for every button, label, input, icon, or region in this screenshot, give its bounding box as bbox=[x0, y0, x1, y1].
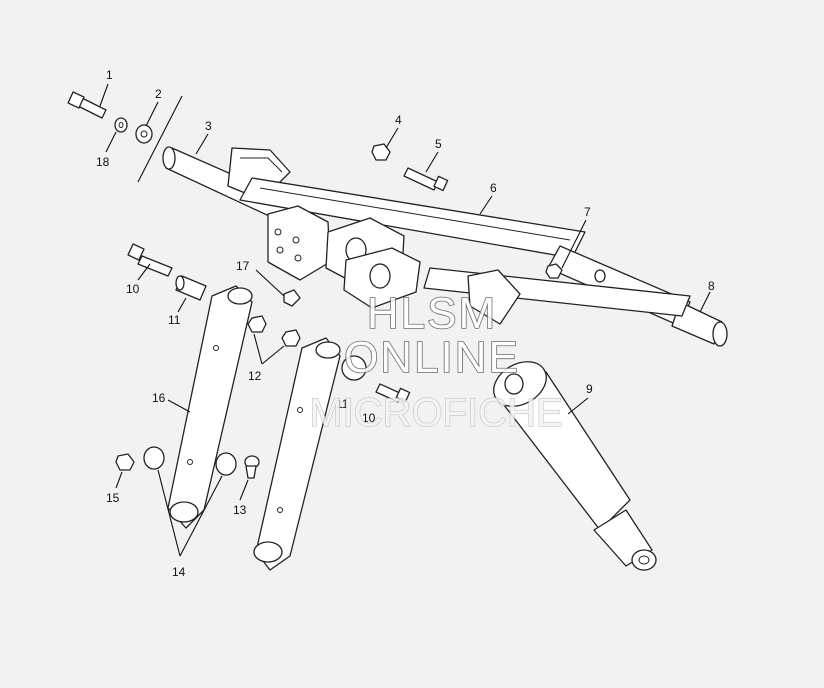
part-5-bolt bbox=[403, 167, 449, 192]
part-14-washers bbox=[143, 446, 237, 476]
part-10-bolt-right bbox=[375, 383, 411, 403]
callout-4: 4 bbox=[395, 113, 402, 127]
callout-14: 14 bbox=[172, 565, 186, 579]
part-7-nut bbox=[545, 263, 563, 279]
mounting-bracket-left bbox=[267, 205, 331, 281]
mounting-bracket-right bbox=[467, 269, 521, 325]
callout-13: 13 bbox=[233, 503, 247, 517]
callout-labels: 1 2 3 4 5 6 7 8 9 10 11 17 12 11 10 16 1… bbox=[96, 68, 715, 579]
part-13-bolt bbox=[244, 455, 260, 479]
part-12-nuts bbox=[247, 315, 301, 347]
part-10-bolt-left bbox=[127, 243, 173, 277]
callout-10-right: 10 bbox=[362, 411, 376, 425]
callout-1: 1 bbox=[106, 68, 113, 82]
callout-7: 7 bbox=[584, 205, 591, 219]
callout-5: 5 bbox=[435, 137, 442, 151]
callout-12: 12 bbox=[248, 369, 262, 383]
callout-10-left: 10 bbox=[126, 282, 140, 296]
mounting-bracket-center bbox=[325, 217, 421, 309]
part-9-shock-absorber bbox=[493, 361, 657, 571]
watermark-line-2: ONLINE bbox=[344, 333, 520, 382]
right-arm bbox=[253, 337, 341, 571]
part-16-left-arm bbox=[167, 285, 253, 529]
callout-9: 9 bbox=[586, 382, 593, 396]
part-4-nut bbox=[371, 143, 391, 161]
callout-16: 16 bbox=[152, 391, 166, 405]
watermark-line-3: MICROFICHE bbox=[309, 391, 562, 435]
part-2-washer bbox=[135, 124, 153, 144]
callout-6: 6 bbox=[490, 181, 497, 195]
watermark-line-1: HLSM bbox=[367, 289, 497, 338]
part-17-grease-fitting bbox=[283, 289, 301, 307]
leader-lines bbox=[99, 83, 711, 557]
washer-near-part-7 bbox=[594, 269, 606, 283]
watermark: HLSM ONLINE MICROFICHE bbox=[309, 288, 564, 435]
part-15-nut bbox=[115, 453, 135, 471]
callout-15: 15 bbox=[106, 491, 120, 505]
callout-18: 18 bbox=[96, 155, 110, 169]
part-11-bushing-left bbox=[175, 275, 207, 301]
callout-17: 17 bbox=[236, 259, 250, 273]
callout-11-right: 11 bbox=[336, 397, 349, 411]
callout-8: 8 bbox=[708, 279, 715, 293]
callout-11-left: 11 bbox=[168, 313, 181, 327]
part-1-bolt bbox=[67, 91, 107, 119]
part-18-washer bbox=[114, 117, 128, 133]
callout-3: 3 bbox=[205, 119, 212, 133]
part-11-bushing-right bbox=[341, 355, 367, 381]
callout-2: 2 bbox=[155, 87, 162, 101]
